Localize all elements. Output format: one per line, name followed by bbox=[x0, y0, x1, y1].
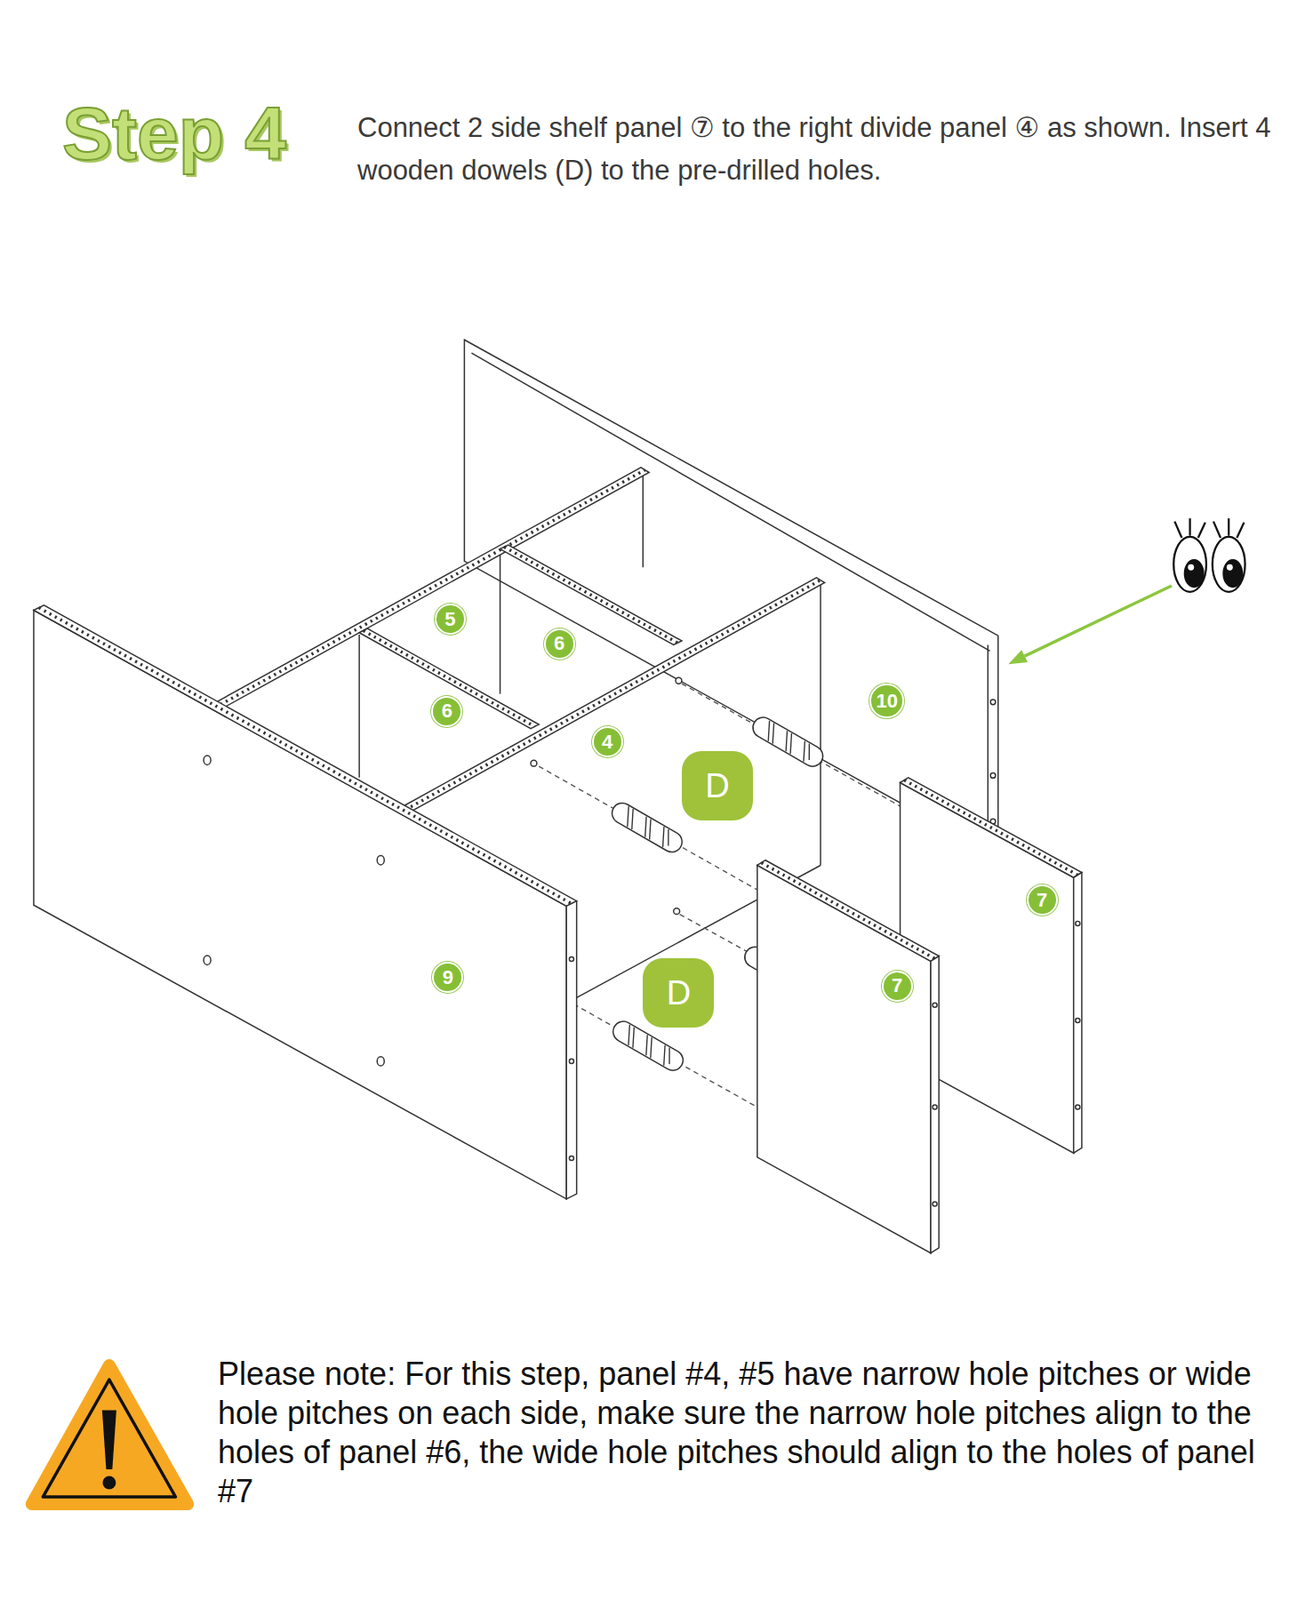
end-panel bbox=[33, 609, 567, 1199]
callout-text: D bbox=[704, 768, 729, 803]
side-shelf-panel bbox=[1075, 1104, 1081, 1110]
callout-number: 7 bbox=[1026, 884, 1058, 916]
inner-panels bbox=[363, 630, 536, 727]
side-shelf-panel bbox=[930, 956, 939, 1254]
callout-text: D bbox=[666, 976, 691, 1010]
end-panel bbox=[203, 955, 211, 965]
side-shelf-panel bbox=[757, 777, 1082, 1254]
viewing-eyes bbox=[1174, 521, 1182, 538]
side-shelf-panel bbox=[1075, 1017, 1081, 1023]
warning-note: Please note: For this step, panel #4, #5… bbox=[217, 1354, 1276, 1512]
instruction-text: Connect 2 side shelf panel ⑦ to the righ… bbox=[357, 106, 1273, 193]
inner-panels bbox=[400, 580, 821, 814]
dowel-guide-line bbox=[680, 914, 758, 958]
callout-number: 4 bbox=[592, 726, 624, 758]
callout-number: 9 bbox=[432, 961, 464, 993]
side-shelf-panel bbox=[900, 777, 1082, 879]
callout-number: 7 bbox=[881, 970, 913, 1002]
callout-text: 5 bbox=[444, 609, 456, 630]
side-shelf-panel bbox=[932, 1104, 937, 1110]
view-arrow bbox=[1008, 649, 1028, 665]
inner-panels bbox=[500, 544, 682, 646]
callout-number: 10 bbox=[869, 683, 904, 718]
side-shelf-panel bbox=[757, 860, 939, 962]
side-shelf-panel bbox=[757, 864, 931, 1253]
callout-text: 6 bbox=[441, 701, 453, 721]
warning-icon bbox=[102, 1476, 116, 1490]
viewing-eyes bbox=[1212, 536, 1246, 593]
warning-icon bbox=[32, 1365, 189, 1505]
back-panel bbox=[990, 699, 996, 705]
viewing-eyes bbox=[1226, 564, 1233, 571]
callout-number: 5 bbox=[434, 603, 466, 635]
view-arrow bbox=[1024, 585, 1172, 657]
end-panel bbox=[203, 755, 211, 765]
assembly-illustration bbox=[33, 339, 1082, 1253]
inner-panels bbox=[359, 628, 539, 729]
viewing-eyes bbox=[1173, 518, 1245, 593]
end-panel bbox=[568, 1155, 574, 1161]
inner-panels bbox=[499, 551, 501, 695]
callout-text: 10 bbox=[875, 691, 897, 712]
back-panel bbox=[464, 339, 998, 857]
end-panel bbox=[33, 605, 577, 1200]
end-panel bbox=[568, 957, 574, 962]
inner-panels bbox=[642, 471, 644, 568]
end-panel bbox=[568, 1058, 574, 1064]
inner-panels bbox=[395, 577, 825, 816]
callout-text: 9 bbox=[442, 968, 454, 988]
end-panel bbox=[33, 605, 577, 907]
callout-text: 7 bbox=[1036, 890, 1048, 911]
callout-text: 4 bbox=[601, 732, 613, 753]
inner-panels bbox=[358, 634, 360, 778]
warning-icon bbox=[42, 1379, 176, 1498]
side-shelf-panel bbox=[1073, 872, 1082, 1154]
end-panel bbox=[566, 901, 577, 1200]
back-panel bbox=[471, 352, 990, 651]
end-panel bbox=[376, 1056, 385, 1066]
dowel-guide-line bbox=[681, 683, 901, 807]
viewing-eyes bbox=[1227, 518, 1230, 537]
viewing-eyes bbox=[1184, 560, 1204, 587]
end-panel bbox=[39, 608, 572, 905]
callout-text: 7 bbox=[891, 976, 903, 996]
viewing-eyes bbox=[1188, 518, 1191, 537]
viewing-eyes bbox=[1173, 536, 1207, 593]
back-panel bbox=[464, 339, 998, 857]
side-shelf-panel bbox=[904, 780, 1078, 876]
end-panel bbox=[376, 856, 385, 865]
back-panel bbox=[990, 773, 996, 779]
viewing-eyes bbox=[1187, 564, 1194, 571]
side-shelf-panel bbox=[932, 1201, 937, 1207]
inner-panels bbox=[675, 677, 682, 684]
warning-icon bbox=[32, 1365, 189, 1505]
callout-text: 6 bbox=[553, 633, 565, 654]
step-title: Step 4 bbox=[62, 96, 287, 171]
side-shelf-panel bbox=[1075, 920, 1081, 926]
warning-icon bbox=[102, 1409, 117, 1470]
callout-number: 6 bbox=[544, 628, 576, 660]
side-shelf-panel bbox=[932, 1002, 937, 1008]
inner-panels bbox=[504, 546, 678, 643]
wooden-dowel bbox=[749, 713, 827, 771]
viewing-eyes bbox=[1223, 560, 1242, 587]
inner-panels bbox=[530, 760, 537, 767]
dowel-callout: D bbox=[642, 958, 714, 1028]
viewing-eyes bbox=[1198, 522, 1206, 538]
inner-panels bbox=[819, 580, 821, 865]
inner-panels bbox=[673, 908, 681, 915]
dowel-guide-line bbox=[538, 766, 758, 890]
viewing-eyes bbox=[1236, 522, 1244, 538]
view-arrow bbox=[1008, 585, 1172, 665]
callout-number: 6 bbox=[431, 696, 463, 728]
viewing-eyes bbox=[1213, 521, 1221, 538]
wooden-dowel bbox=[608, 799, 686, 857]
dowel-callout: D bbox=[681, 751, 753, 821]
side-shelf-panel bbox=[760, 863, 935, 960]
